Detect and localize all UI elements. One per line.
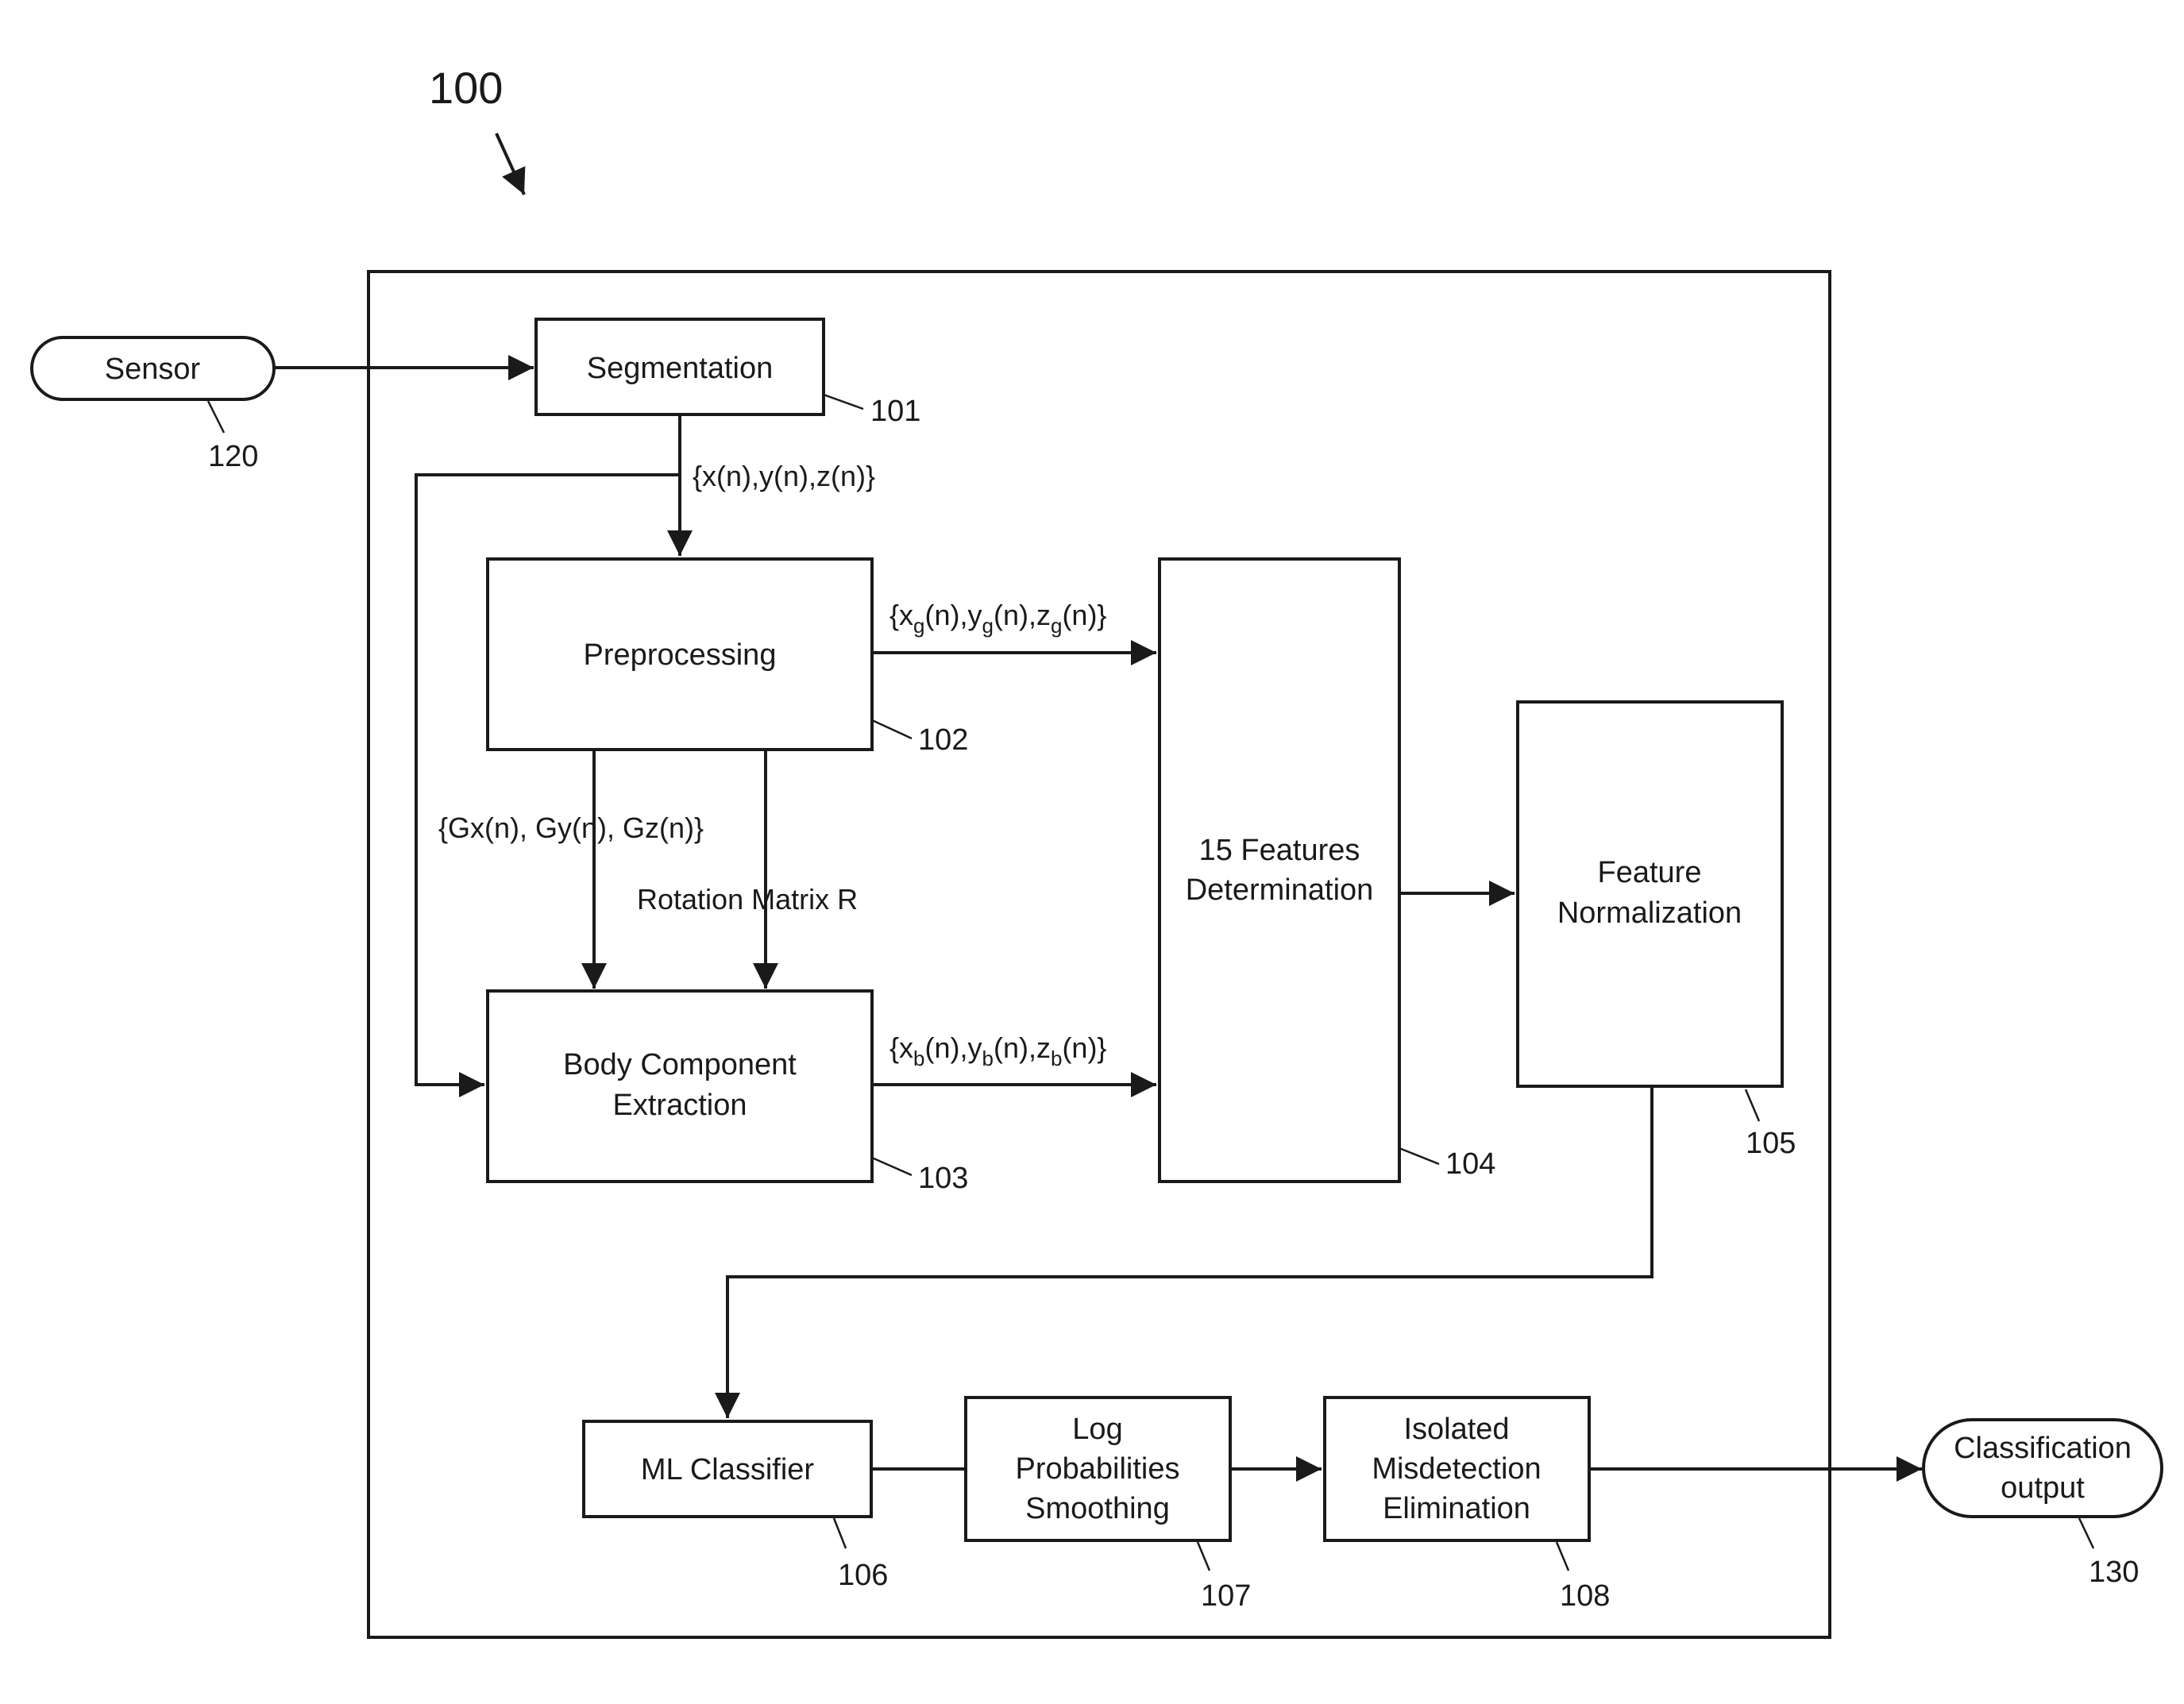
normalization-node: Feature Normalization xyxy=(1518,702,1782,1086)
raw-signal-label: {x(n),y(n),z(n)} xyxy=(693,460,875,492)
sensor-leader xyxy=(208,401,224,433)
preprocessing-leader xyxy=(872,720,912,738)
smoothing-label-line3: Smoothing xyxy=(1025,1492,1170,1525)
ml-classifier-leader xyxy=(834,1518,846,1548)
sensor-label: Sensor xyxy=(105,353,201,386)
features-label-line1: 15 Features xyxy=(1199,834,1360,867)
sensor-ref: 120 xyxy=(208,440,258,473)
misdetection-leader xyxy=(1557,1542,1569,1571)
smoothing-node: Log Probabilities Smoothing xyxy=(966,1398,1230,1540)
output-node: Classification output xyxy=(1924,1420,2162,1517)
body-component-node: Body Component Extraction xyxy=(488,991,872,1182)
segmentation-ref: 101 xyxy=(870,395,920,428)
smoothing-leader xyxy=(1198,1542,1210,1571)
smoothing-ref: 107 xyxy=(1201,1579,1251,1613)
ml-classifier-node: ML Classifier xyxy=(584,1421,871,1517)
segmentation-label: Segmentation xyxy=(587,352,774,385)
segmentation-leader xyxy=(824,395,863,409)
features-label-line2: Determination xyxy=(1186,873,1374,907)
body-component-shape xyxy=(488,991,872,1182)
output-ref: 130 xyxy=(2089,1556,2139,1589)
misdetection-label-line1: Isolated xyxy=(1403,1413,1509,1446)
ml-classifier-ref: 106 xyxy=(838,1559,888,1592)
segmentation-node: Segmentation xyxy=(536,319,824,414)
features-node: 15 Features Determination xyxy=(1160,559,1399,1182)
misdetection-ref: 108 xyxy=(1560,1579,1610,1613)
normalization-label-line1: Feature xyxy=(1598,856,1702,889)
features-shape xyxy=(1160,559,1399,1182)
rotation-label: Rotation Matrix R xyxy=(637,883,858,916)
misdetection-node: Isolated Misdetection Elimination xyxy=(1325,1398,1589,1540)
features-leader xyxy=(1399,1148,1439,1164)
output-label-line1: Classification xyxy=(1954,1432,2132,1465)
preprocessing-node: Preprocessing xyxy=(488,559,872,750)
body-component-leader xyxy=(872,1158,912,1175)
smoothing-label-line1: Log xyxy=(1072,1413,1122,1446)
output-leader xyxy=(2079,1518,2093,1548)
body-component-label-line1: Body Component xyxy=(563,1048,797,1081)
ml-classifier-label: ML Classifier xyxy=(641,1453,815,1486)
normalization-leader xyxy=(1746,1089,1759,1121)
normalization-label-line2: Normalization xyxy=(1557,896,1742,930)
smoothing-label-line2: Probabilities xyxy=(1016,1452,1180,1486)
figure-ref-arrow xyxy=(496,133,524,195)
normalization-ref: 105 xyxy=(1746,1127,1796,1160)
output-label-line2: output xyxy=(2001,1471,2085,1505)
gravity-signal-label: {xg(n),yg(n),zg(n)} xyxy=(889,599,1106,638)
misdetection-label-line3: Elimination xyxy=(1383,1492,1530,1525)
g-components-label: {Gx(n), Gy(n), Gz(n)} xyxy=(438,812,704,844)
normalization-shape xyxy=(1518,702,1782,1086)
preprocessing-ref: 102 xyxy=(918,723,968,757)
misdetection-label-line2: Misdetection xyxy=(1372,1452,1541,1486)
sensor-node: Sensor xyxy=(32,337,274,399)
body-component-label-line2: Extraction xyxy=(613,1089,747,1122)
figure-ref: 100 xyxy=(429,63,503,113)
preprocessing-label: Preprocessing xyxy=(584,638,777,672)
features-ref: 104 xyxy=(1445,1147,1495,1181)
body-component-ref: 103 xyxy=(918,1162,968,1195)
body-signal-label: {xb(n),yb(n),zb(n)} xyxy=(889,1031,1106,1070)
